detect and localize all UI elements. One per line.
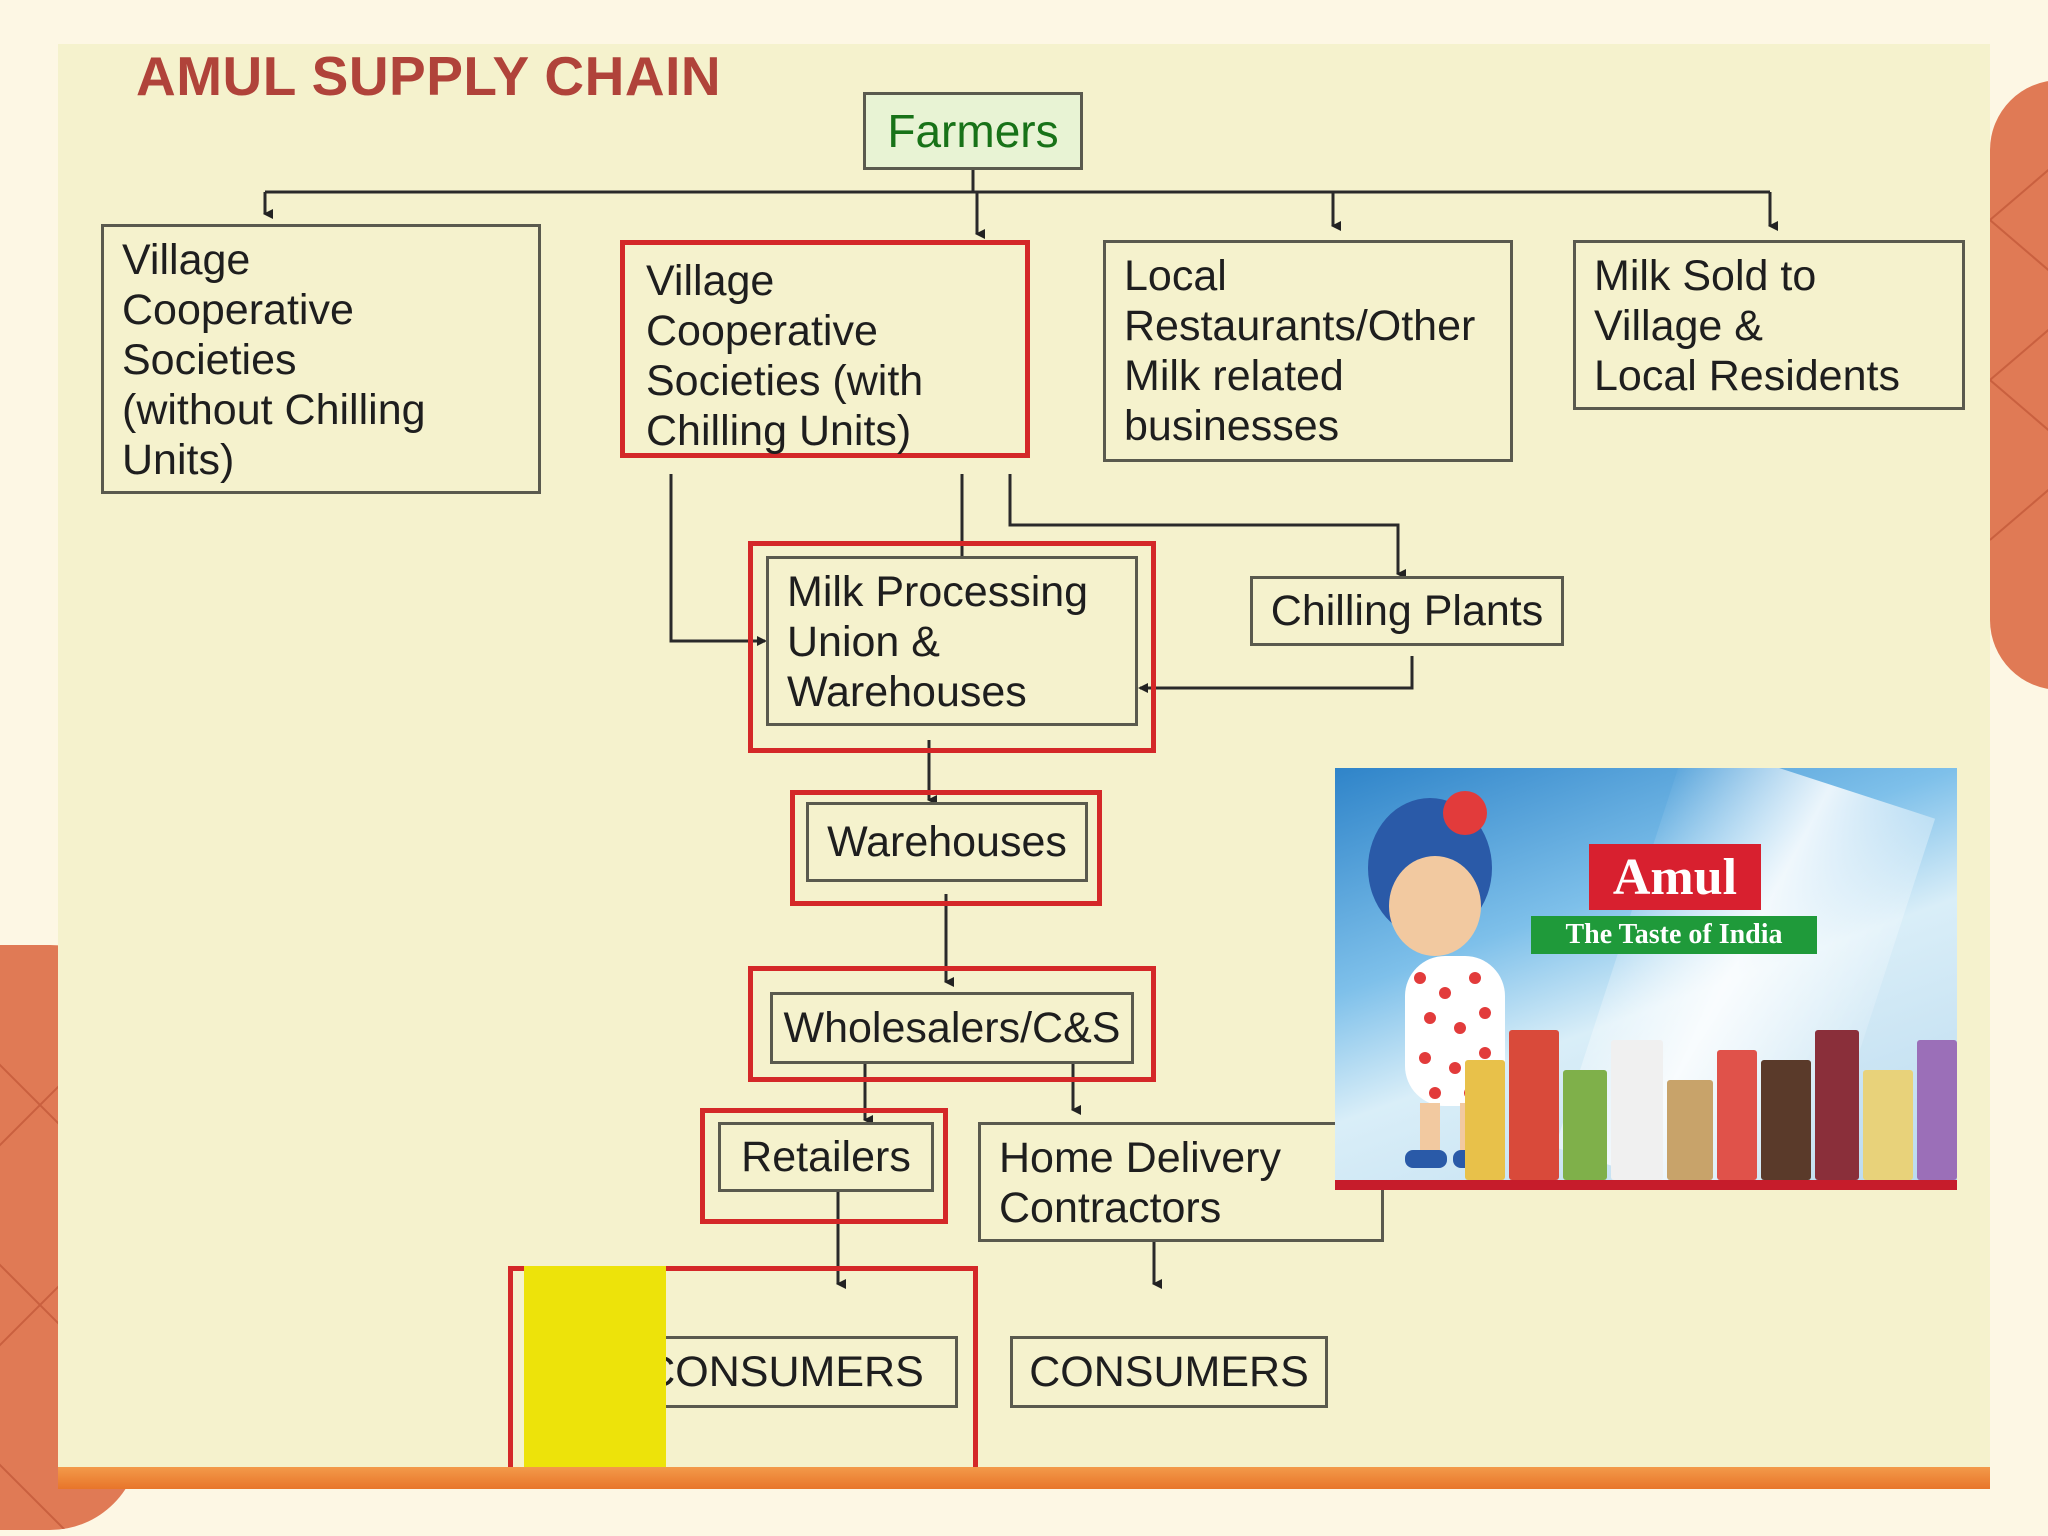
highlight-village-coop-with-chilling [620,240,1030,458]
highlight-wholesalers [748,966,1156,1082]
slide: AMUL SUPPLY CHAIN [58,44,1990,1489]
yellow-patch [524,1266,666,1478]
highlight-warehouses [790,790,1102,906]
node-consumers-2: CONSUMERS [1010,1336,1328,1408]
node-retailers: Retailers [718,1122,934,1192]
product-collage [1465,998,1957,1180]
node-village-coop-with-chilling: Village Cooperative Societies (with Chil… [646,257,924,455]
slide-bottom-bar [58,1467,1990,1489]
highlight-retailers [700,1108,948,1224]
decorative-blob-right [1990,80,2048,690]
amul-tagline: The Taste of India [1531,916,1817,954]
node-home-delivery: Home Delivery Contractors [978,1122,1384,1242]
node-local-restaurants: Local Restaurants/Other Milk related bus… [1103,240,1513,462]
node-consumers-1: CONSUMERS [610,1336,958,1408]
node-warehouses: Warehouses [806,802,1088,882]
amul-logo: Amul [1589,844,1761,910]
highlight-milk-processing-union [748,541,1156,753]
node-farmers: Farmers [863,92,1083,170]
node-milk-sold: Milk Sold to Village & Local Residents [1573,240,1965,410]
amul-advert-image: Amul The Taste of India [1335,768,1957,1190]
node-chilling-plants: Chilling Plants [1250,576,1564,646]
node-village-coop-without-chilling: Village Cooperative Societies (without C… [101,224,541,494]
node-wholesalers: Wholesalers/C&S [770,992,1134,1064]
node-milk-processing-union: Milk Processing Union & Warehouses [766,556,1138,726]
diagram-title: AMUL SUPPLY CHAIN [136,45,722,107]
